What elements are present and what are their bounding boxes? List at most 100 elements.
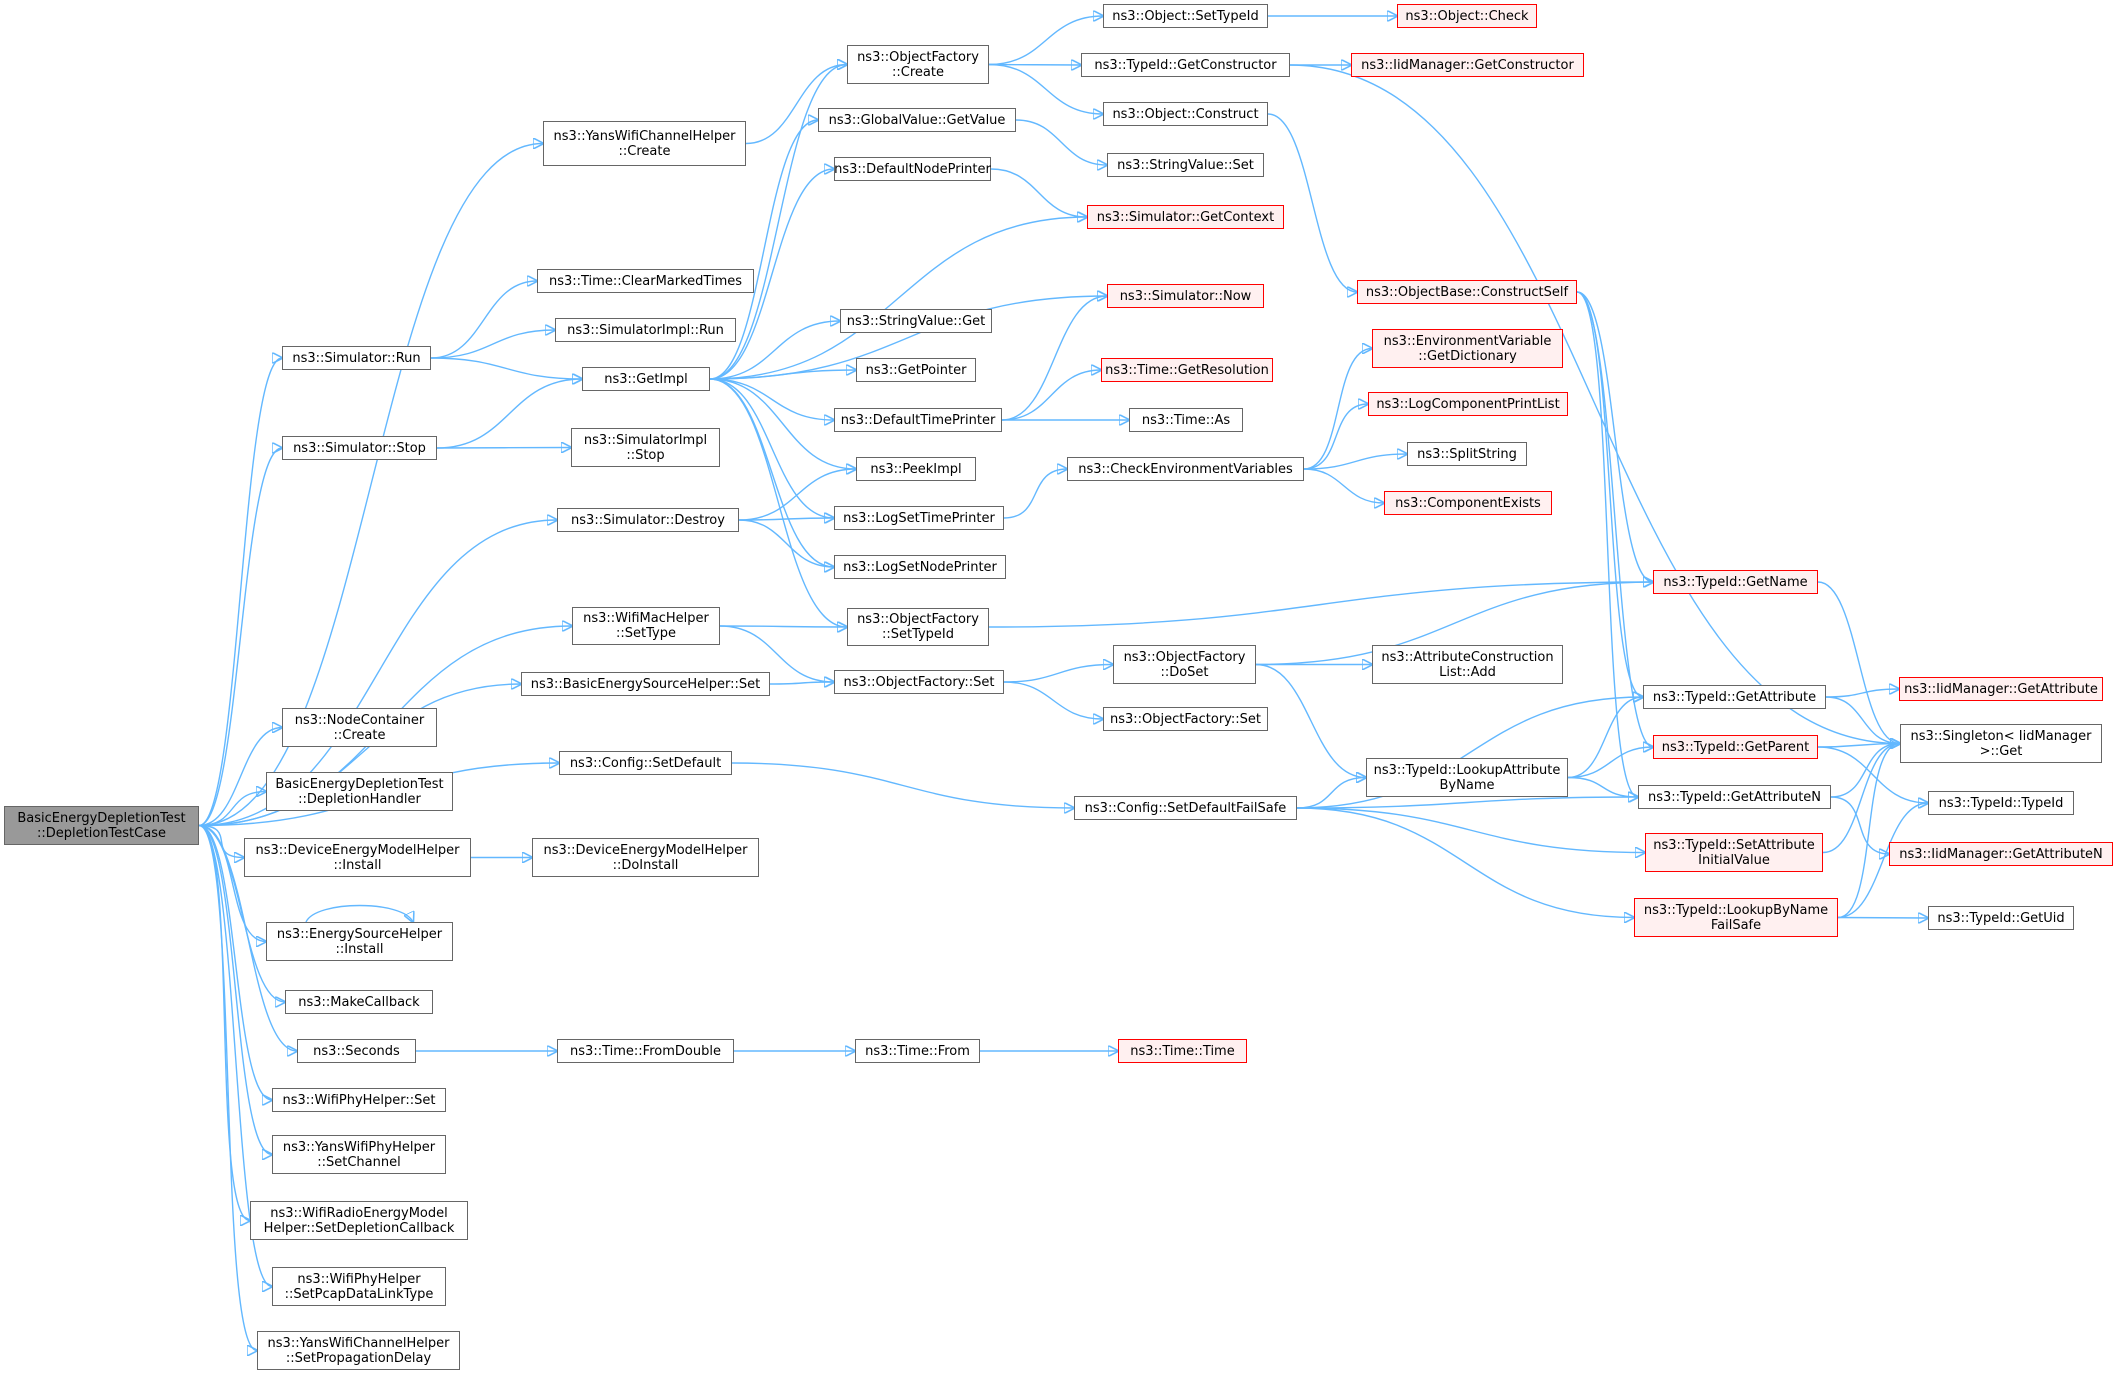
node-obj-construct[interactable]: ns3::Object::Construct xyxy=(1103,102,1268,126)
node-label: ns3::TypeId::GetConstructor xyxy=(1094,57,1277,73)
node-iid-getattribute[interactable]: ns3::IidManager::GetAttribute xyxy=(1899,677,2103,701)
node-of-set[interactable]: ns3::ObjectFactory::Set xyxy=(834,670,1004,694)
edge-getimpl-to-of-create xyxy=(709,65,847,380)
node-label: ns3::ObjectFactory xyxy=(857,612,979,627)
node-esh-install[interactable]: ns3::EnergySourceHelper::Install xyxy=(266,922,453,961)
edge-root-to-seconds xyxy=(198,824,297,1052)
node-getimpl[interactable]: ns3::GetImpl xyxy=(582,367,710,391)
node-peekimpl[interactable]: ns3::PeekImpl xyxy=(856,457,976,481)
node-gv-getvalue[interactable]: ns3::GlobalValue::GetValue xyxy=(818,108,1016,132)
node-typeid-getattribute[interactable]: ns3::TypeId::GetAttribute xyxy=(1643,685,1826,709)
node-nodecontainer-create[interactable]: ns3::NodeContainer::Create xyxy=(282,708,437,747)
node-makecallback[interactable]: ns3::MakeCallback xyxy=(285,990,433,1014)
edge-getimpl-to-default-node-printer xyxy=(709,169,834,380)
node-time-fromdouble[interactable]: ns3::Time::FromDouble xyxy=(557,1039,734,1063)
node-typeid-getconstructor[interactable]: ns3::TypeId::GetConstructor xyxy=(1081,53,1290,77)
edge-of-settypeid-to-typeid-getname xyxy=(988,582,1653,628)
node-label: ns3::ObjectBase::ConstructSelf xyxy=(1365,284,1569,300)
node-splitstring[interactable]: ns3::SplitString xyxy=(1407,442,1527,466)
node-label: ns3::WifiRadioEnergyModel xyxy=(270,1205,448,1221)
node-label: ::Create xyxy=(333,727,386,743)
node-obj-settypeid[interactable]: ns3::Object::SetTypeId xyxy=(1103,4,1268,28)
node-time-time[interactable]: ns3::Time::Time xyxy=(1118,1039,1247,1063)
node-yans-ch-create[interactable]: ns3::YansWifiChannelHelper::Create xyxy=(543,121,746,166)
node-of-set2[interactable]: ns3::ObjectFactory::Set xyxy=(1103,707,1268,731)
node-label: ns3::TypeId::GetName xyxy=(1663,574,1808,590)
node-typeid-typeid[interactable]: ns3::TypeId::TypeId xyxy=(1928,791,2074,815)
node-sim-getcontext[interactable]: ns3::Simulator::GetContext xyxy=(1087,205,1284,229)
node-of-settypeid[interactable]: ns3::ObjectFactory::SetTypeId xyxy=(847,608,989,646)
node-dem-install[interactable]: ns3::DeviceEnergyModelHelper::Install xyxy=(244,838,471,877)
node-logsetnodeprinter[interactable]: ns3::LogSetNodePrinter xyxy=(834,555,1006,579)
node-label: ::SetTypeId xyxy=(881,627,955,642)
node-time-from[interactable]: ns3::Time::From xyxy=(855,1039,980,1063)
node-yansphy-setchannel[interactable]: ns3::YansWifiPhyHelper::SetChannel xyxy=(272,1135,446,1174)
node-seconds[interactable]: ns3::Seconds xyxy=(297,1039,416,1063)
node-time-clearmarked[interactable]: ns3::Time::ClearMarkedTimes xyxy=(537,269,754,293)
node-config-setdefaultfailsafe[interactable]: ns3::Config::SetDefaultFailSafe xyxy=(1074,796,1297,820)
node-typeid-getname[interactable]: ns3::TypeId::GetName xyxy=(1653,570,1818,594)
edge-yans-ch-create-to-of-create xyxy=(745,65,847,145)
node-logsettimeprinter[interactable]: ns3::LogSetTimePrinter xyxy=(834,506,1004,530)
node-sim-stop[interactable]: ns3::Simulator::Stop xyxy=(282,436,437,460)
node-typeid-getattributen[interactable]: ns3::TypeId::GetAttributeN xyxy=(1638,785,1831,809)
node-typeid-getparent[interactable]: ns3::TypeId::GetParent xyxy=(1653,735,1818,759)
node-label: ns3::StringValue::Set xyxy=(1117,157,1254,173)
node-root[interactable]: BasicEnergyDepletionTest::DepletionTestC… xyxy=(4,806,199,845)
edge-checkenv-to-splitstring xyxy=(1303,454,1407,470)
node-envvar-getdict[interactable]: ns3::EnvironmentVariable::GetDictionary xyxy=(1372,329,1563,368)
node-of-create[interactable]: ns3::ObjectFactory::Create xyxy=(847,45,989,84)
edge-sim-destroy-to-logsettimeprinter xyxy=(738,518,834,520)
node-sim-now[interactable]: ns3::Simulator::Now xyxy=(1107,284,1264,308)
node-iid-getattributen[interactable]: ns3::IidManager::GetAttributeN xyxy=(1889,842,2113,866)
node-sim-destroy[interactable]: ns3::Simulator::Destroy xyxy=(557,508,739,532)
node-label: ns3::LogSetTimePrinter xyxy=(843,510,995,526)
node-time-as[interactable]: ns3::Time::As xyxy=(1129,408,1243,432)
node-label: ns3::Seconds xyxy=(313,1043,400,1059)
edge-of-doset-to-typeid-getname xyxy=(1255,582,1653,666)
node-logcomponentprintlist[interactable]: ns3::LogComponentPrintList xyxy=(1368,392,1568,416)
node-objbase-constructself[interactable]: ns3::ObjectBase::ConstructSelf xyxy=(1357,280,1577,304)
node-of-doset[interactable]: ns3::ObjectFactory::DoSet xyxy=(1113,645,1256,684)
node-wifiphy-setpcap[interactable]: ns3::WifiPhyHelper::SetPcapDataLinkType xyxy=(272,1267,446,1306)
node-label: ns3::PeekImpl xyxy=(870,461,962,477)
node-wifiphy-set[interactable]: ns3::WifiPhyHelper::Set xyxy=(272,1088,446,1112)
node-componentexists[interactable]: ns3::ComponentExists xyxy=(1384,491,1552,515)
node-typeid-getuid[interactable]: ns3::TypeId::GetUid xyxy=(1928,906,2074,930)
edge-config-setdefaultfailsafe-to-typeid-lookupbyname xyxy=(1296,807,1634,918)
node-iid-getconstructor[interactable]: ns3::IidManager::GetConstructor xyxy=(1351,53,1584,77)
node-config-setdefault[interactable]: ns3::Config::SetDefault xyxy=(559,751,732,775)
node-getpointer[interactable]: ns3::GetPointer xyxy=(856,358,976,382)
node-depletion-handler[interactable]: BasicEnergyDepletionTest::DepletionHandl… xyxy=(266,772,453,811)
node-label: ns3::SimulatorImpl::Run xyxy=(567,322,724,338)
node-default-node-printer[interactable]: ns3::DefaultNodePrinter xyxy=(834,157,991,181)
edge-getimpl-to-stringvalue-get xyxy=(709,321,840,380)
node-default-time-printer[interactable]: ns3::DefaultTimePrinter xyxy=(834,408,1002,432)
node-stringvalue-set[interactable]: ns3::StringValue::Set xyxy=(1107,153,1264,177)
node-label: ns3::EnvironmentVariable xyxy=(1383,333,1552,349)
node-simimpl-run[interactable]: ns3::SimulatorImpl::Run xyxy=(555,318,736,342)
node-stringvalue-get[interactable]: ns3::StringValue::Get xyxy=(840,309,992,333)
edge-root-to-sim-run xyxy=(198,358,282,827)
node-dem-doinstall[interactable]: ns3::DeviceEnergyModelHelper::DoInstall xyxy=(532,838,759,877)
edge-sim-destroy-to-peekimpl xyxy=(738,469,856,521)
edge-getimpl-to-peekimpl xyxy=(709,378,856,469)
node-yans-setprop[interactable]: ns3::YansWifiChannelHelper::SetPropagati… xyxy=(257,1331,460,1370)
node-obj-check[interactable]: ns3::Object::Check xyxy=(1397,4,1537,28)
node-simimpl-stop[interactable]: ns3::SimulatorImpl::Stop xyxy=(571,428,720,467)
node-basic-es-set[interactable]: ns3::BasicEnergySourceHelper::Set xyxy=(521,672,770,696)
node-sim-run[interactable]: ns3::Simulator::Run xyxy=(282,346,431,370)
edge-config-setdefaultfailsafe-to-typeid-getattributen xyxy=(1296,797,1638,809)
node-wifimac-settype[interactable]: ns3::WifiMacHelper::SetType xyxy=(572,607,720,645)
node-checkenv[interactable]: ns3::CheckEnvironmentVariables xyxy=(1067,457,1304,481)
edge-logsettimeprinter-to-checkenv xyxy=(1003,469,1067,519)
edge-typeid-lookupbyname-to-singleton-get xyxy=(1837,744,1900,919)
edge-getimpl-to-gv-getvalue xyxy=(709,120,818,380)
node-time-getresolution[interactable]: ns3::Time::GetResolution xyxy=(1101,358,1273,382)
node-singleton-get[interactable]: ns3::Singleton< IidManager >::Get xyxy=(1900,724,2102,763)
